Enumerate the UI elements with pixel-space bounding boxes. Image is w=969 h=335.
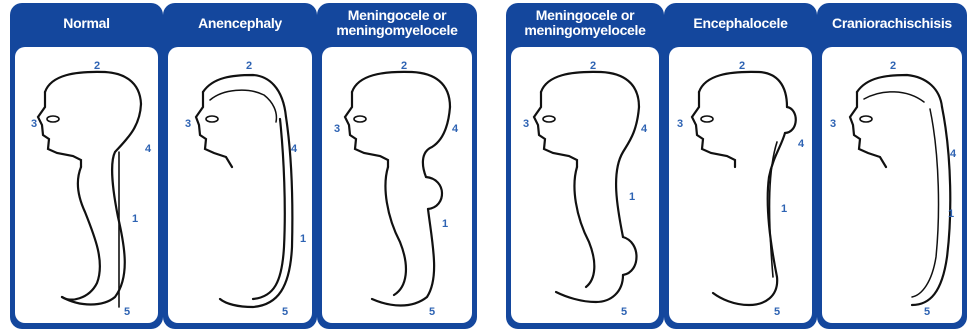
- label-1: 1: [132, 213, 138, 225]
- panel-meningocele-right: Meningocele or meningomyelocele 2 3 4 1 …: [506, 3, 664, 329]
- panel-body: 2 3 4 1 5: [168, 47, 312, 323]
- spine-inner: [574, 167, 594, 287]
- label-3: 3: [523, 118, 529, 130]
- face-profile: [345, 92, 388, 167]
- spine-inner: [253, 119, 285, 299]
- back-outline: [423, 107, 450, 177]
- label-5: 5: [621, 306, 627, 318]
- eye-icon: [701, 116, 713, 122]
- meningocele-diagram: 2 3 4 1 5: [511, 47, 659, 323]
- back-outline: [616, 107, 639, 237]
- eye-icon: [543, 116, 555, 122]
- panel-encephalocele: Encephalocele 2 3 4 1 5: [664, 3, 817, 329]
- title-anencephaly: Anencephaly: [198, 16, 282, 31]
- panel-title: Meningocele or meningomyelocele: [317, 3, 477, 43]
- label-4: 4: [452, 123, 459, 135]
- head-outline: [541, 72, 639, 107]
- encephalocele-diagram: 2 3 4 1 5: [669, 47, 812, 323]
- craniorachischisis-diagram: 2 3 4 1 5: [822, 47, 962, 323]
- panel-title: Anencephaly: [163, 3, 317, 43]
- title-normal: Normal: [63, 16, 109, 31]
- label-2: 2: [890, 60, 896, 72]
- label-1: 1: [948, 208, 954, 220]
- panel-title: Craniorachischisis: [817, 3, 967, 43]
- face-profile: [38, 92, 81, 167]
- panel-body: 2 3 4 1 5: [322, 47, 472, 323]
- label-4: 4: [291, 143, 298, 155]
- panel-normal: Normal 2 3 4 1 5: [10, 3, 163, 329]
- label-4: 4: [641, 123, 648, 135]
- panel-title: Meningocele or meningomyelocele: [506, 3, 664, 43]
- face-profile: [692, 92, 735, 167]
- spine-outer: [372, 209, 434, 306]
- panel-anencephaly: Anencephaly 2 3 4 1 5: [163, 3, 317, 329]
- panel-body: 2 3 4 1 5: [15, 47, 158, 323]
- eye-icon: [47, 116, 59, 122]
- label-4: 4: [145, 143, 152, 155]
- panel-body: 2 3 4 1 5: [669, 47, 812, 323]
- panel-title: Normal: [10, 3, 163, 43]
- eye-icon: [206, 116, 218, 122]
- panel-meningocele-left: Meningocele or meningomyelocele 2 3 4 1 …: [317, 3, 477, 329]
- sac-bulge: [623, 237, 637, 275]
- label-2: 2: [739, 60, 745, 72]
- anencephaly-diagram: 2 3 4 1 5: [168, 47, 312, 323]
- label-5: 5: [924, 306, 930, 318]
- face-profile: [850, 92, 886, 167]
- spine-inner: [912, 109, 938, 297]
- title-line-1: Meningocele or: [336, 8, 457, 23]
- occipital-sac: [785, 107, 796, 133]
- label-2: 2: [246, 60, 252, 72]
- panel-body: 2 3 4 1 5: [822, 47, 962, 323]
- normal-diagram: 2 3 4 1 5: [15, 47, 158, 323]
- head-outline: [45, 72, 141, 104]
- label-5: 5: [282, 306, 288, 318]
- title-encephalocele: Encephalocele: [693, 16, 787, 31]
- head-outline: [699, 72, 787, 107]
- title-craniorachischisis: Craniorachischisis: [832, 16, 952, 31]
- eye-icon: [354, 116, 366, 122]
- label-2: 2: [401, 60, 407, 72]
- canal-line: [231, 167, 263, 287]
- eye-icon: [860, 116, 872, 122]
- open-skull-inner: [210, 90, 276, 122]
- open-skull-inner: [864, 92, 924, 102]
- label-3: 3: [31, 118, 37, 130]
- label-1: 1: [300, 233, 306, 245]
- head-outline: [857, 75, 942, 107]
- label-5: 5: [124, 306, 130, 318]
- label-3: 3: [677, 118, 683, 130]
- title-line-2: meningomyelocele: [524, 23, 645, 38]
- face-profile: [534, 92, 577, 167]
- sac-bulge: [426, 177, 442, 209]
- title-line-1: Meningocele or: [524, 8, 645, 23]
- spine-outer: [713, 133, 785, 305]
- label-5: 5: [429, 306, 435, 318]
- label-4: 4: [950, 148, 957, 160]
- spine-inner: [62, 104, 141, 305]
- label-2: 2: [590, 60, 596, 72]
- label-1: 1: [781, 203, 787, 215]
- head-outline: [352, 72, 450, 107]
- label-3: 3: [185, 118, 191, 130]
- label-2: 2: [94, 60, 100, 72]
- panel-body: 2 3 4 1 5: [511, 47, 659, 323]
- spine-outer: [556, 275, 623, 302]
- spine-outer: [62, 167, 100, 300]
- face-profile: [196, 92, 232, 167]
- label-4: 4: [798, 138, 805, 150]
- label-5: 5: [774, 306, 780, 318]
- title-line-2: meningomyelocele: [336, 23, 457, 38]
- label-3: 3: [334, 123, 340, 135]
- label-1: 1: [442, 218, 448, 230]
- panel-title: Encephalocele: [664, 3, 817, 43]
- spine-inner: [385, 167, 405, 295]
- label-3: 3: [830, 118, 836, 130]
- meningocele-diagram: 2 3 4 1 5: [322, 47, 472, 323]
- label-1: 1: [629, 191, 635, 203]
- panel-craniorachischisis: Craniorachischisis 2 3 4 1 5: [817, 3, 967, 329]
